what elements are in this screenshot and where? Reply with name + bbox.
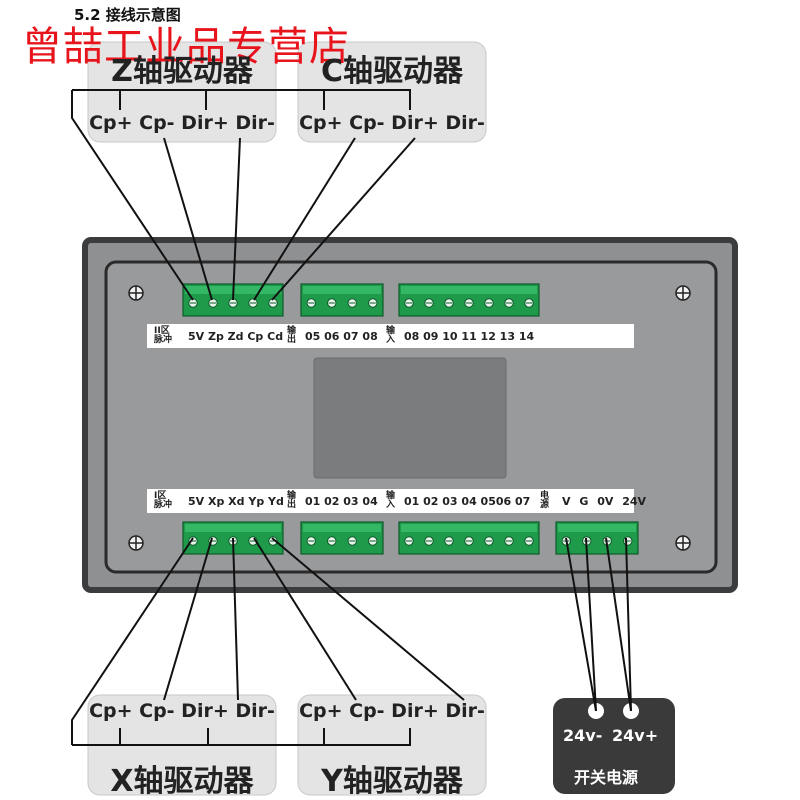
x-driver-pins: Cp+ Cp- Dir+ Dir- bbox=[89, 700, 275, 722]
top-zone-label: II区脉冲 bbox=[154, 326, 173, 345]
y-bracket-wire bbox=[208, 728, 411, 746]
bottom-input-label: 输入 bbox=[386, 491, 396, 510]
bottom-label-strip bbox=[147, 489, 634, 513]
psu-plus-label: 24v+ bbox=[612, 726, 659, 745]
screw-top-left bbox=[128, 285, 144, 301]
x-cp-minus-wire bbox=[163, 537, 213, 701]
bottom-pulse-pins: 5V Xp Xd Yp Yd bbox=[188, 495, 284, 508]
z-driver-title: Z轴驱动器 bbox=[111, 54, 253, 89]
bottom-power-pins: V G 0V 24V bbox=[562, 495, 647, 508]
c-driver-title: C轴驱动器 bbox=[320, 54, 464, 89]
section-title: 5.2 接线示意图 bbox=[74, 6, 181, 24]
psu-wire-v bbox=[565, 537, 597, 712]
top-output-label: 输出 bbox=[287, 326, 297, 345]
display-window bbox=[313, 357, 507, 479]
bottom-output-label: 输出 bbox=[287, 491, 297, 510]
top-input-label: 输入 bbox=[386, 326, 396, 345]
bottom-power-connector bbox=[555, 521, 639, 555]
bottom-power-label: 电源 bbox=[540, 491, 550, 510]
psu-minus-label: 24v- bbox=[563, 726, 603, 745]
top-output-numbers: 05 06 07 08 bbox=[305, 330, 378, 343]
screw-bottom-right bbox=[675, 535, 691, 551]
c-driver-pins: Cp+ Cp- Dir+ Dir- bbox=[299, 112, 485, 134]
psu-name: 开关电源 bbox=[574, 768, 639, 787]
screw-bottom-left bbox=[128, 535, 144, 551]
bottom-zone-label: I区脉冲 bbox=[154, 491, 173, 510]
screw-top-right bbox=[675, 285, 691, 301]
y-cp-minus-wire bbox=[271, 537, 465, 701]
y-cp-plus-wire bbox=[253, 537, 357, 701]
psu-wire-0v bbox=[605, 537, 632, 712]
y-driver-title: Y轴驱动器 bbox=[321, 764, 463, 799]
top-label-strip bbox=[147, 324, 634, 348]
bottom-output-connector bbox=[300, 521, 384, 555]
z-cp-minus-wire bbox=[163, 137, 213, 301]
top-output-connector bbox=[300, 283, 384, 317]
z-driver-box bbox=[87, 41, 277, 143]
z-driver-pins: Cp+ Cp- Dir+ Dir- bbox=[89, 112, 275, 134]
top-input-numbers: 08 09 10 11 12 13 14 bbox=[404, 330, 535, 343]
z-dir-plus-wire bbox=[232, 137, 241, 301]
psu-wire-24v bbox=[625, 537, 632, 712]
c-cp-plus-wire bbox=[253, 137, 356, 301]
shop-watermark: 曾喆工业品专营店 bbox=[22, 24, 350, 70]
x-driver-title: X轴驱动器 bbox=[110, 764, 254, 799]
c-bracket-wire bbox=[206, 89, 411, 110]
power-supply-box bbox=[553, 698, 675, 794]
top-pulse-pins: 5V Zp Zd Cp Cd bbox=[188, 330, 284, 343]
top-input-connector bbox=[398, 283, 540, 317]
c-driver-box bbox=[297, 41, 487, 143]
bottom-output-numbers: 01 02 03 04 bbox=[305, 495, 378, 508]
bottom-input-connector bbox=[398, 521, 540, 555]
psu-wire-g bbox=[585, 537, 597, 712]
c-cp-minus-wire bbox=[271, 137, 416, 301]
y-driver-pins: Cp+ Cp- Dir+ Dir- bbox=[299, 700, 485, 722]
x-dir-plus-wire bbox=[232, 537, 239, 701]
bottom-input-numbers: 01 02 03 04 0506 07 bbox=[404, 495, 531, 508]
